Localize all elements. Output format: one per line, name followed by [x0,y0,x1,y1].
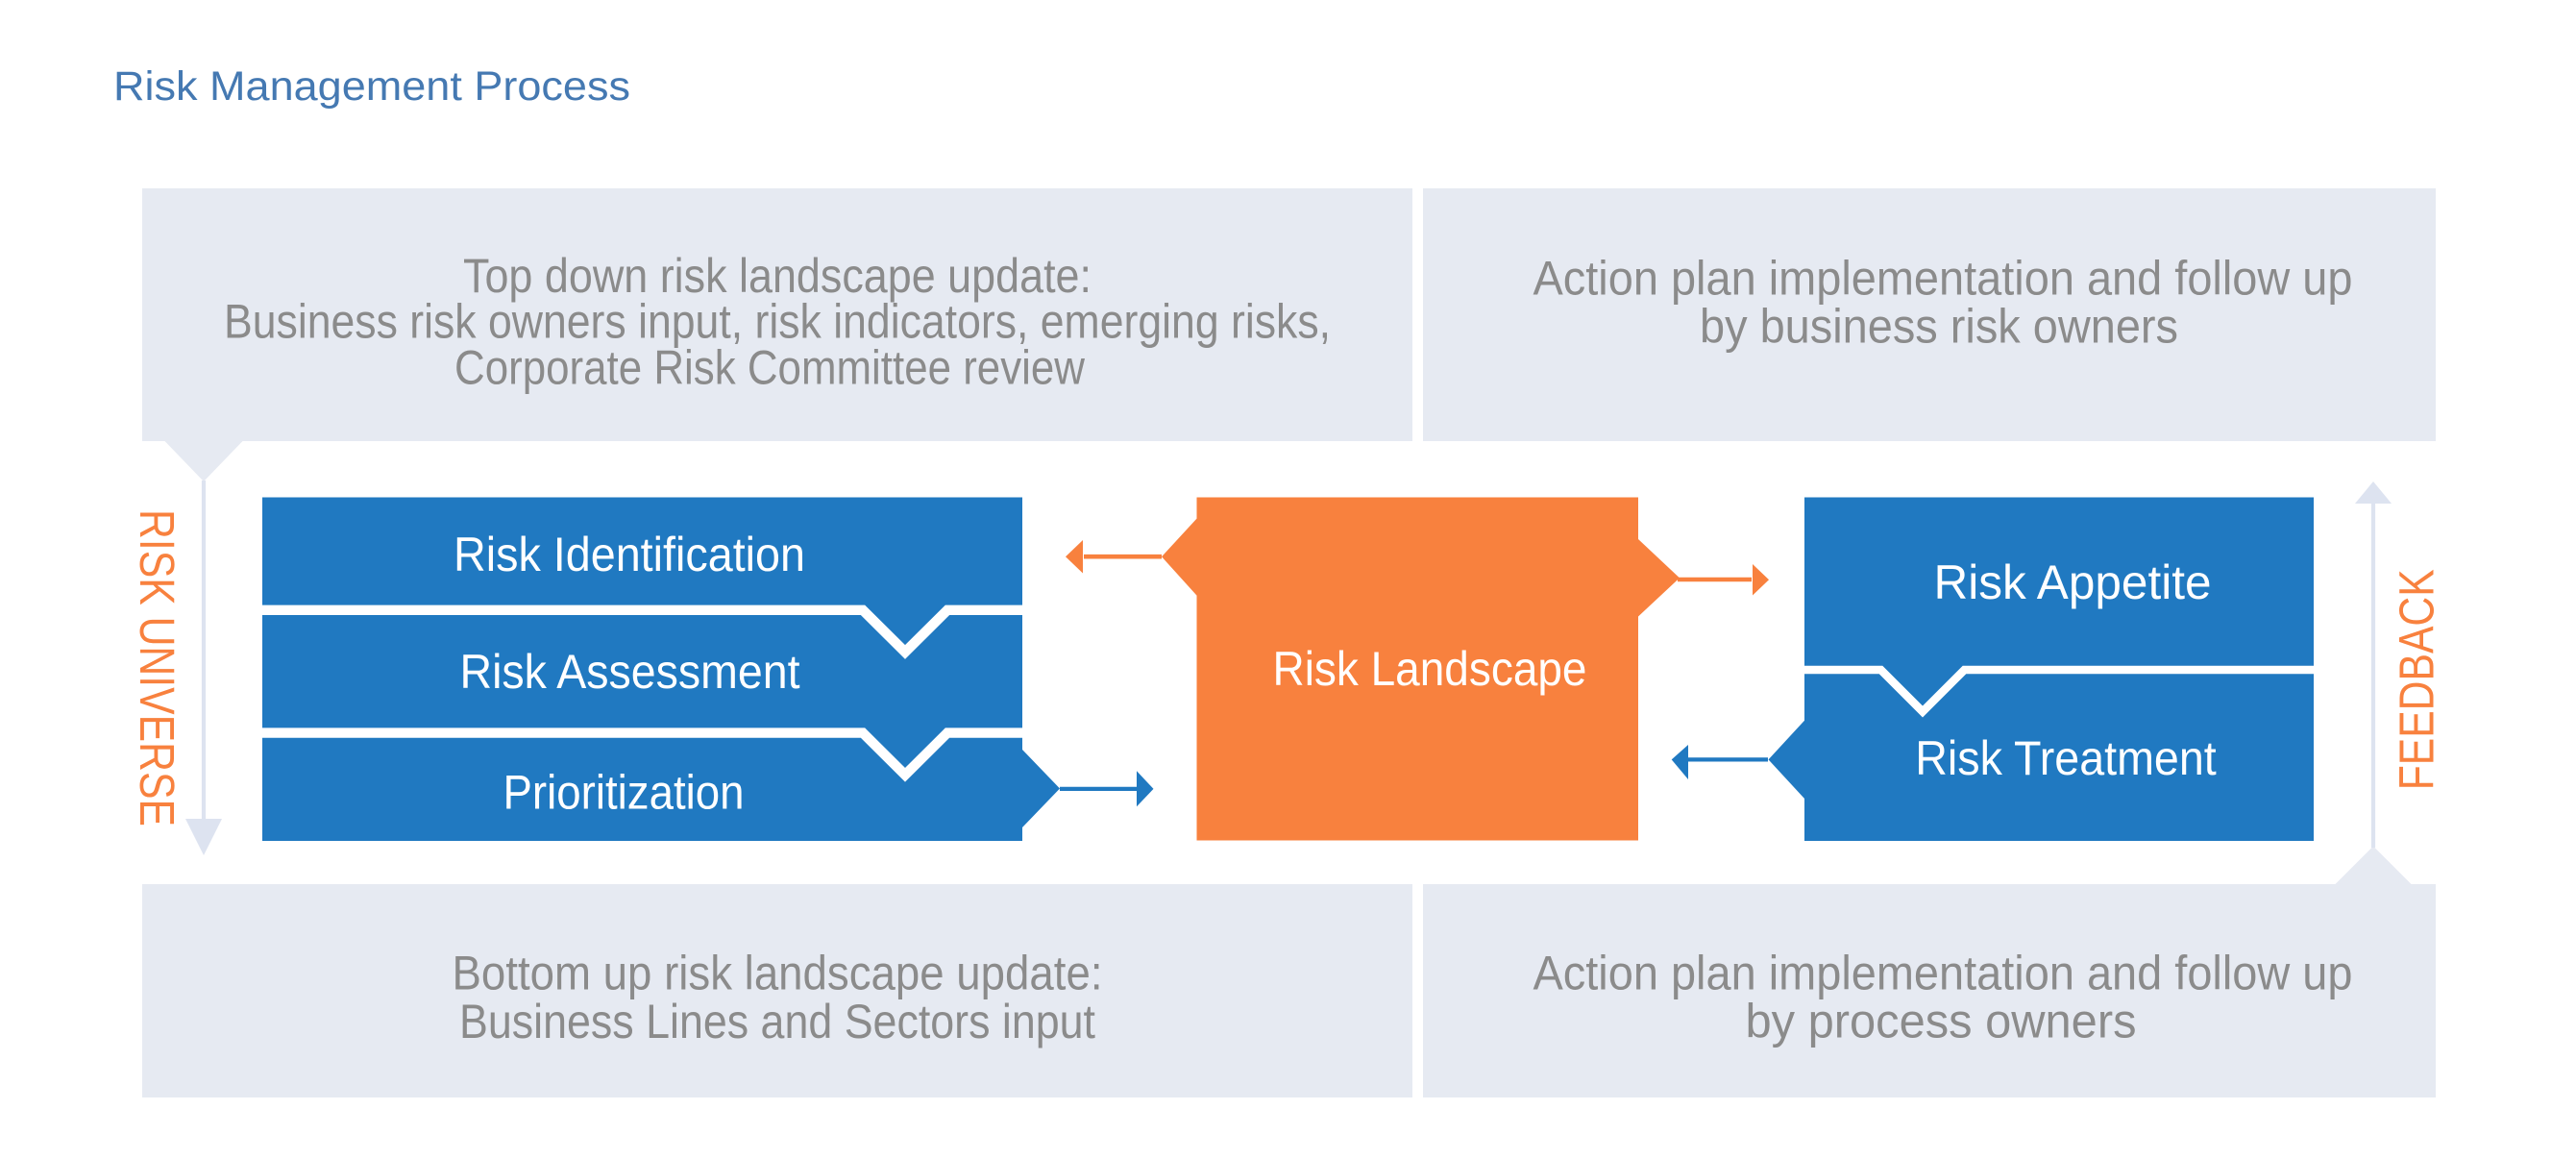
svg-text:Risk Management Process: Risk Management Process [113,63,630,110]
svg-text:Business Lines and Sectors inp: Business Lines and Sectors input [459,995,1095,1048]
svg-text:Bottom up risk landscape updat: Bottom up risk landscape update: [453,947,1103,1000]
svg-text:by business risk owners: by business risk owners [1700,300,2178,354]
svg-text:Risk Landscape: Risk Landscape [1273,642,1587,696]
svg-text:Risk Appetite: Risk Appetite [1934,555,2212,609]
svg-text:by process owners: by process owners [1746,995,2137,1048]
svg-text:Action plan implementation and: Action plan implementation and follow up [1533,252,2353,306]
svg-text:Risk Treatment: Risk Treatment [1915,731,2217,785]
svg-text:Business risk owners input, ri: Business risk owners input, risk indicat… [224,295,1331,349]
svg-text:Action plan implementation and: Action plan implementation and follow up [1533,947,2353,1000]
svg-text:Risk Identification: Risk Identification [454,528,805,581]
svg-text:Risk Assessment: Risk Assessment [460,645,800,699]
svg-text:FEEDBACK: FEEDBACK [2390,569,2444,790]
svg-text:Corporate Risk Committee revie: Corporate Risk Committee review [454,341,1086,395]
svg-text:Top down risk landscape update: Top down risk landscape update: [463,249,1092,303]
svg-text:RISK UNIVERSE: RISK UNIVERSE [130,509,184,826]
svg-text:Prioritization: Prioritization [503,766,745,820]
